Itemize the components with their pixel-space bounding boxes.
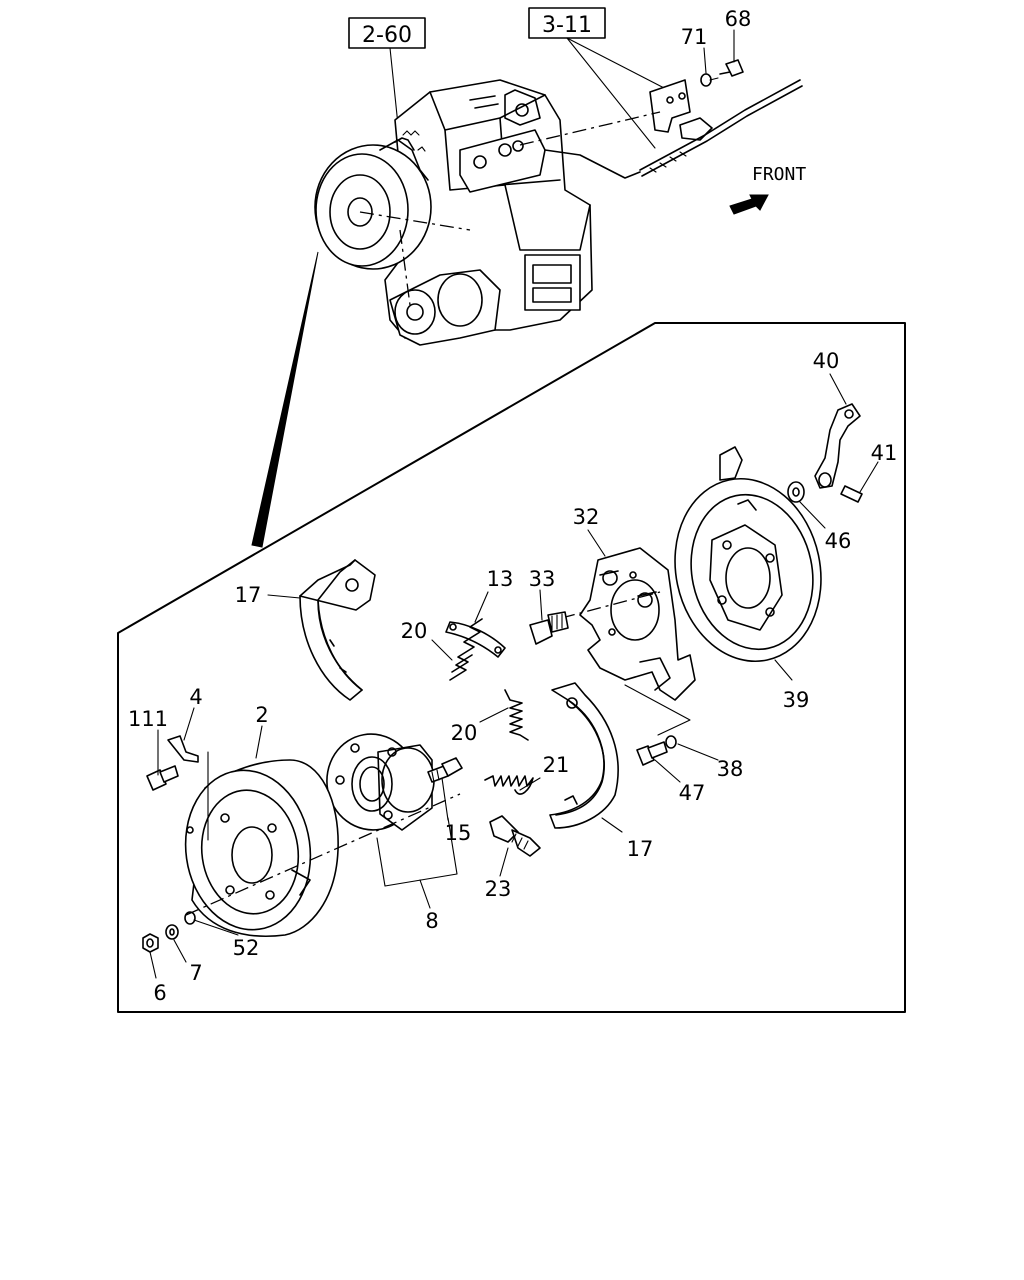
washer-52 (184, 911, 196, 925)
spring-20-upper (449, 618, 483, 681)
brake-shoe-17-upper (299, 559, 376, 701)
callout-68: 68 (725, 7, 752, 31)
svg-text:2-60: 2-60 (362, 23, 412, 48)
callout-17-upper: 17 (235, 583, 262, 607)
adjuster-bolt-23 (489, 815, 541, 857)
detail-pointer (251, 251, 319, 548)
strap-13 (445, 621, 506, 658)
callout-6: 6 (153, 981, 166, 1005)
callout-8: 8 (425, 909, 438, 933)
ref-box-2-60: 2-60 (348, 17, 426, 49)
callout-4: 4 (189, 685, 202, 709)
callout-13: 13 (487, 567, 514, 591)
bolt-68 (719, 59, 744, 77)
washer-46 (787, 481, 805, 503)
adjuster-33 (529, 611, 569, 645)
nut-6 (142, 933, 159, 953)
callout-52: 52 (233, 936, 260, 960)
svg-text:3-11: 3-11 (542, 13, 592, 38)
callout-40: 40 (813, 349, 840, 373)
pump-assembly-illustration (314, 37, 803, 346)
ref-box-3-11: 3-11 (528, 7, 606, 39)
callout-17-lower: 17 (627, 837, 654, 861)
callout-20-upper: 20 (401, 619, 428, 643)
leader-lines (149, 29, 879, 979)
washer-7 (165, 924, 179, 940)
anchor-plate-32 (579, 547, 696, 701)
spring-21 (484, 775, 534, 795)
callout-33: 33 (529, 567, 556, 591)
callout-2: 2 (255, 703, 268, 727)
svg-text:FRONT: FRONT (752, 164, 806, 185)
callout-15: 15 (445, 821, 472, 845)
callout-111: 111 (128, 707, 168, 731)
callout-20-lower: 20 (451, 721, 478, 745)
spring-20-lower (504, 689, 529, 741)
callout-7: 7 (189, 961, 202, 985)
bolt-111 (146, 765, 179, 791)
clip-4 (167, 735, 199, 763)
brake-shoe-17-lower (549, 682, 619, 829)
callout-71: 71 (681, 25, 708, 49)
callout-21: 21 (543, 753, 570, 777)
lever-40 (814, 403, 861, 489)
callout-41: 41 (871, 441, 898, 465)
washer-38 (665, 735, 677, 749)
pin-41 (840, 485, 863, 503)
detail-frame (117, 322, 906, 1013)
callout-46: 46 (825, 529, 852, 553)
callout-39: 39 (783, 688, 810, 712)
brake-drum-2 (184, 759, 339, 938)
bolt-47 (636, 741, 668, 766)
callout-38: 38 (717, 757, 744, 781)
front-arrow-icon (729, 194, 769, 215)
stud-15 (427, 757, 463, 783)
hub-flange-8 (326, 733, 435, 831)
callout-23: 23 (485, 877, 512, 901)
callout-47: 47 (679, 781, 706, 805)
callout-labels: 68 71 40 41 46 32 39 17 13 33 20 20 21 3… (128, 7, 897, 1005)
backing-plate-39 (674, 446, 822, 663)
front-direction-indicator: FRONT (729, 164, 806, 215)
callout-32: 32 (573, 505, 600, 529)
